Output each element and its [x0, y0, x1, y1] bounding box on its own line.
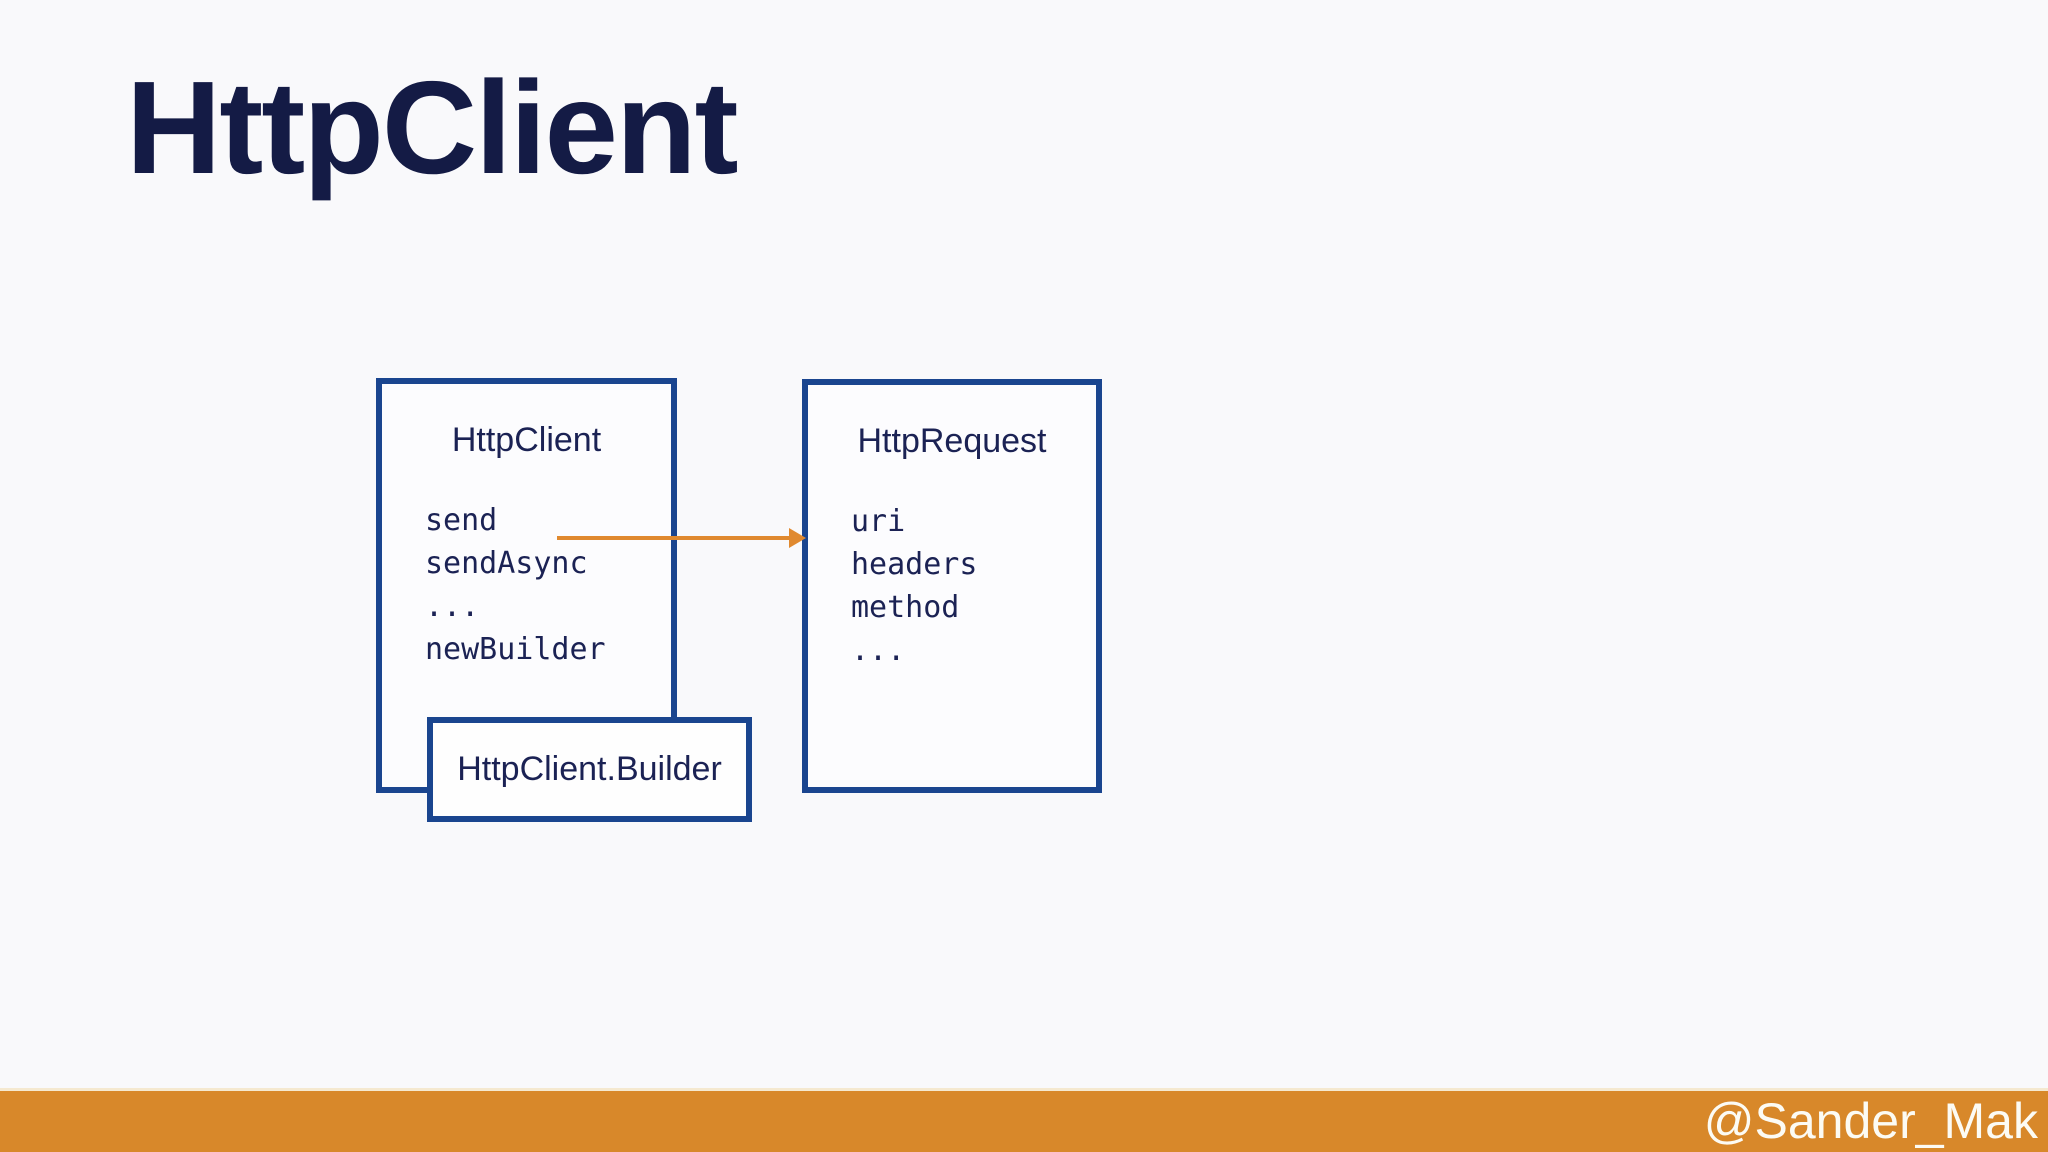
arrow-line — [557, 536, 790, 540]
class-member-uri: uri — [851, 504, 906, 539]
footer-bar: @Sander_Mak — [0, 1088, 2048, 1152]
httprequest-class-box: HttpRequest uri headers method ... — [802, 379, 1102, 793]
page-title: HttpClient — [126, 54, 739, 201]
class-member-sendasync: sendAsync — [425, 546, 588, 581]
httpclient-builder-box: HttpClient.Builder — [427, 717, 752, 822]
httprequest-class-title: HttpRequest — [857, 422, 1047, 460]
class-member-method: method — [851, 590, 960, 625]
arrow-right-icon — [789, 528, 806, 548]
httpclient-builder-title: HttpClient.Builder — [457, 750, 722, 788]
class-member-ellipsis: ... — [425, 589, 480, 624]
httpclient-class-title: HttpClient — [451, 421, 602, 459]
class-member-headers: headers — [851, 547, 978, 582]
httprequest-member-list: uri headers method ... — [808, 500, 1096, 672]
class-member-ellipsis: ... — [851, 633, 906, 668]
class-member-newbuilder: newBuilder — [425, 632, 606, 667]
class-member-send: send — [425, 503, 498, 538]
author-handle: @Sander_Mak — [1703, 1093, 2038, 1149]
httpclient-member-list: send sendAsync ... newBuilder — [382, 499, 671, 671]
